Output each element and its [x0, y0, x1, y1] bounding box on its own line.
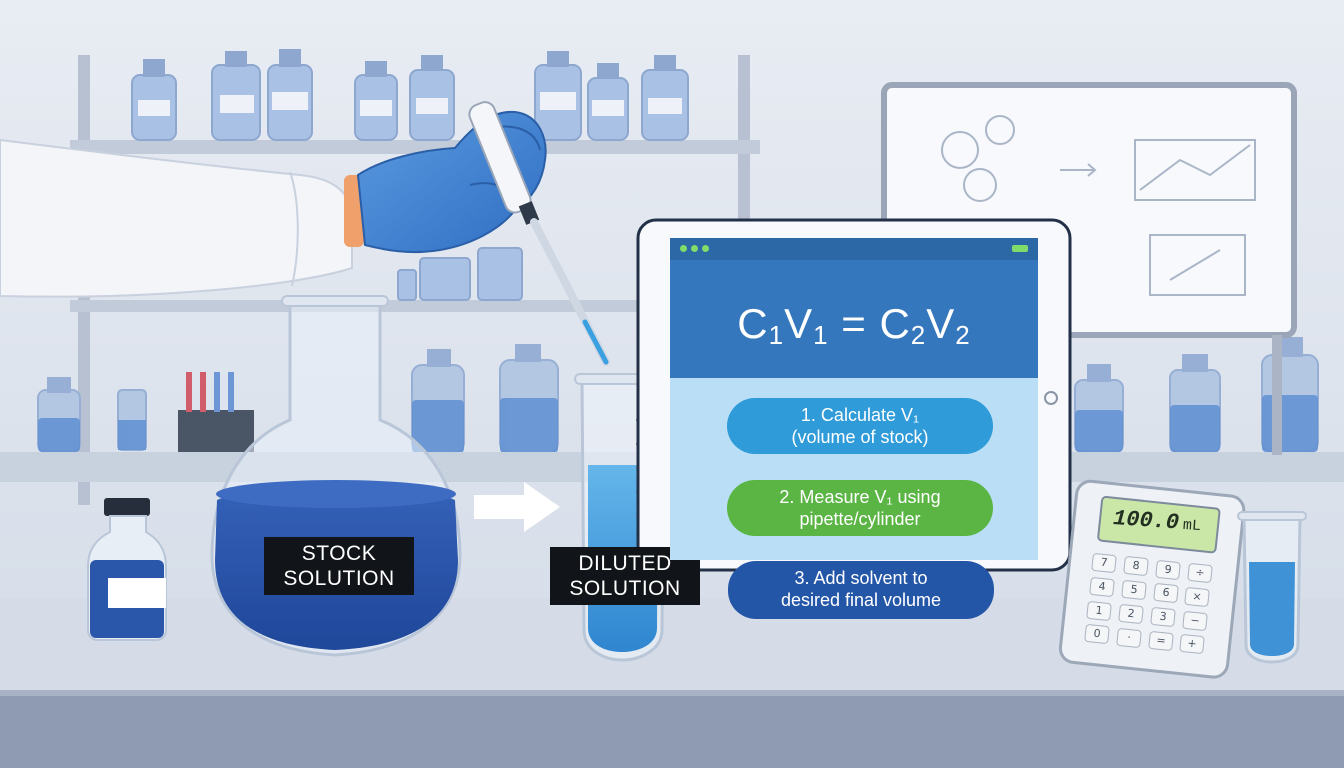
- step-3-line1: 3. Add solvent to: [794, 568, 928, 588]
- calculator-key: 4: [1089, 576, 1115, 597]
- step-2-line2: pipette/cylinder: [799, 509, 921, 529]
- calculator-key: 5: [1120, 579, 1147, 601]
- calculator-key: 0: [1084, 624, 1110, 645]
- bench-edge: [0, 690, 1344, 768]
- step-2-measure: 2. Measure V₁ using pipette/cylinder: [727, 480, 993, 536]
- calculator-key: 3: [1150, 607, 1176, 628]
- stock-label-line1: STOCK: [301, 542, 377, 565]
- lab-coat-arm: [0, 138, 364, 298]
- dilution-formula: C1V1 = C2V2: [670, 300, 1038, 351]
- calculator-unit: mL: [1182, 516, 1202, 536]
- tablet-status-bar: [670, 238, 1038, 260]
- step-2-line1: 2. Measure V₁ using: [779, 487, 941, 507]
- calculator-key: 2: [1118, 603, 1145, 625]
- formula-c1-sub: 1: [768, 320, 785, 350]
- step-1-calculate: 1. Calculate V₁ (volume of stock): [727, 398, 993, 454]
- calculator-key: 8: [1123, 555, 1150, 577]
- calculator-key: ×: [1184, 586, 1211, 607]
- status-dot-icon: [691, 245, 698, 252]
- formula-v2: V: [926, 300, 956, 347]
- formula-v1: V: [784, 300, 814, 347]
- calculator-key: =: [1147, 630, 1174, 652]
- pipette-icon: [468, 101, 610, 366]
- step-3-add-solvent: 3. Add solvent to desired final volume: [728, 561, 994, 619]
- formula-c1: C: [737, 300, 769, 347]
- calculator-key: 7: [1091, 552, 1118, 574]
- formula-v2-sub: 2: [955, 320, 971, 350]
- calculator-key: ·: [1115, 627, 1142, 648]
- diluted-label-line2: SOLUTION: [569, 577, 681, 600]
- diluted-label-line1: DILUTED: [578, 552, 672, 575]
- arrow-right-icon: [474, 482, 560, 532]
- calculator-key: −: [1182, 610, 1208, 631]
- test-tube-icon: [1237, 511, 1307, 664]
- stock-label-line2: SOLUTION: [283, 567, 395, 590]
- stock-solution-label: STOCK SOLUTION: [264, 537, 414, 595]
- formula-c2: C: [879, 300, 911, 347]
- calculator-key: 6: [1152, 583, 1179, 604]
- shelving-unit: [70, 49, 760, 505]
- step-3-line2: desired final volume: [780, 590, 942, 610]
- calculator-key: 1: [1086, 600, 1113, 621]
- step-1-line1: 1. Calculate V₁: [800, 405, 920, 425]
- calculator-key: 9: [1155, 559, 1181, 580]
- reagent-bottle-icon: [87, 498, 167, 641]
- formula-v1-sub: 1: [813, 320, 829, 350]
- test-tube-rack: [178, 372, 254, 452]
- status-dot-icon: [702, 245, 709, 252]
- step-1-line2: (volume of stock): [791, 427, 929, 447]
- formula-c2-sub: 2: [910, 320, 927, 350]
- formula-panel: C1V1 = C2V2: [670, 260, 1038, 378]
- calculator-key: +: [1179, 634, 1206, 655]
- battery-icon: [1012, 245, 1028, 252]
- formula-equals: =: [841, 300, 867, 347]
- calculator-value: 100.0: [1112, 506, 1180, 536]
- status-dot-icon: [680, 245, 687, 252]
- calculator-key: ÷: [1187, 562, 1213, 584]
